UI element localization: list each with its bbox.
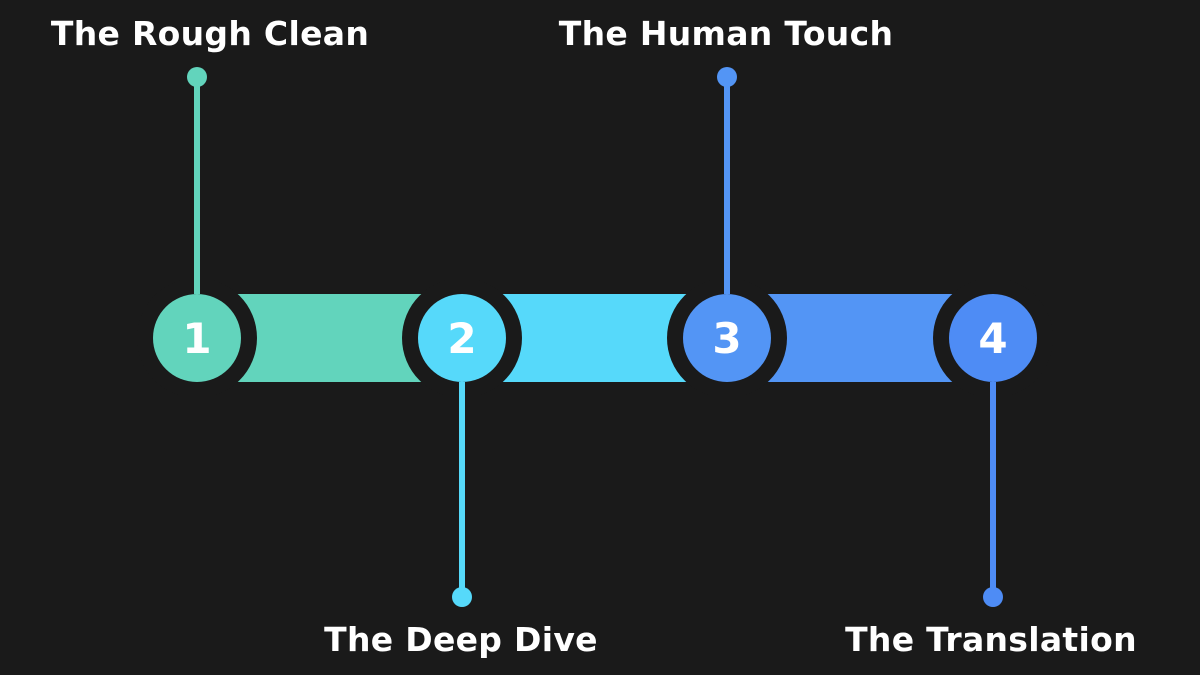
connector-bar-3 <box>747 294 973 382</box>
step-circle-4 <box>949 294 1037 382</box>
step-3-label: The Human Touch <box>558 14 894 53</box>
step-circle-1 <box>153 294 241 382</box>
step-2-label: The Deep Dive <box>324 620 598 659</box>
leader-dot-1 <box>187 67 207 87</box>
step-number-2: 2 <box>447 314 476 363</box>
step-circle-3 <box>683 294 771 382</box>
step-number-4: 4 <box>978 314 1007 363</box>
step-number-1: 1 <box>182 314 211 363</box>
leader-dot-4 <box>983 587 1003 607</box>
connector-bar-2 <box>482 294 707 382</box>
connector-bar-1 <box>217 294 442 382</box>
step-4-label: The Translation <box>845 620 1137 659</box>
leader-dot-2 <box>452 587 472 607</box>
step-number-3: 3 <box>712 314 741 363</box>
step-1-label: The Rough Clean <box>50 14 370 53</box>
step-circle-2 <box>418 294 506 382</box>
leader-dot-3 <box>717 67 737 87</box>
